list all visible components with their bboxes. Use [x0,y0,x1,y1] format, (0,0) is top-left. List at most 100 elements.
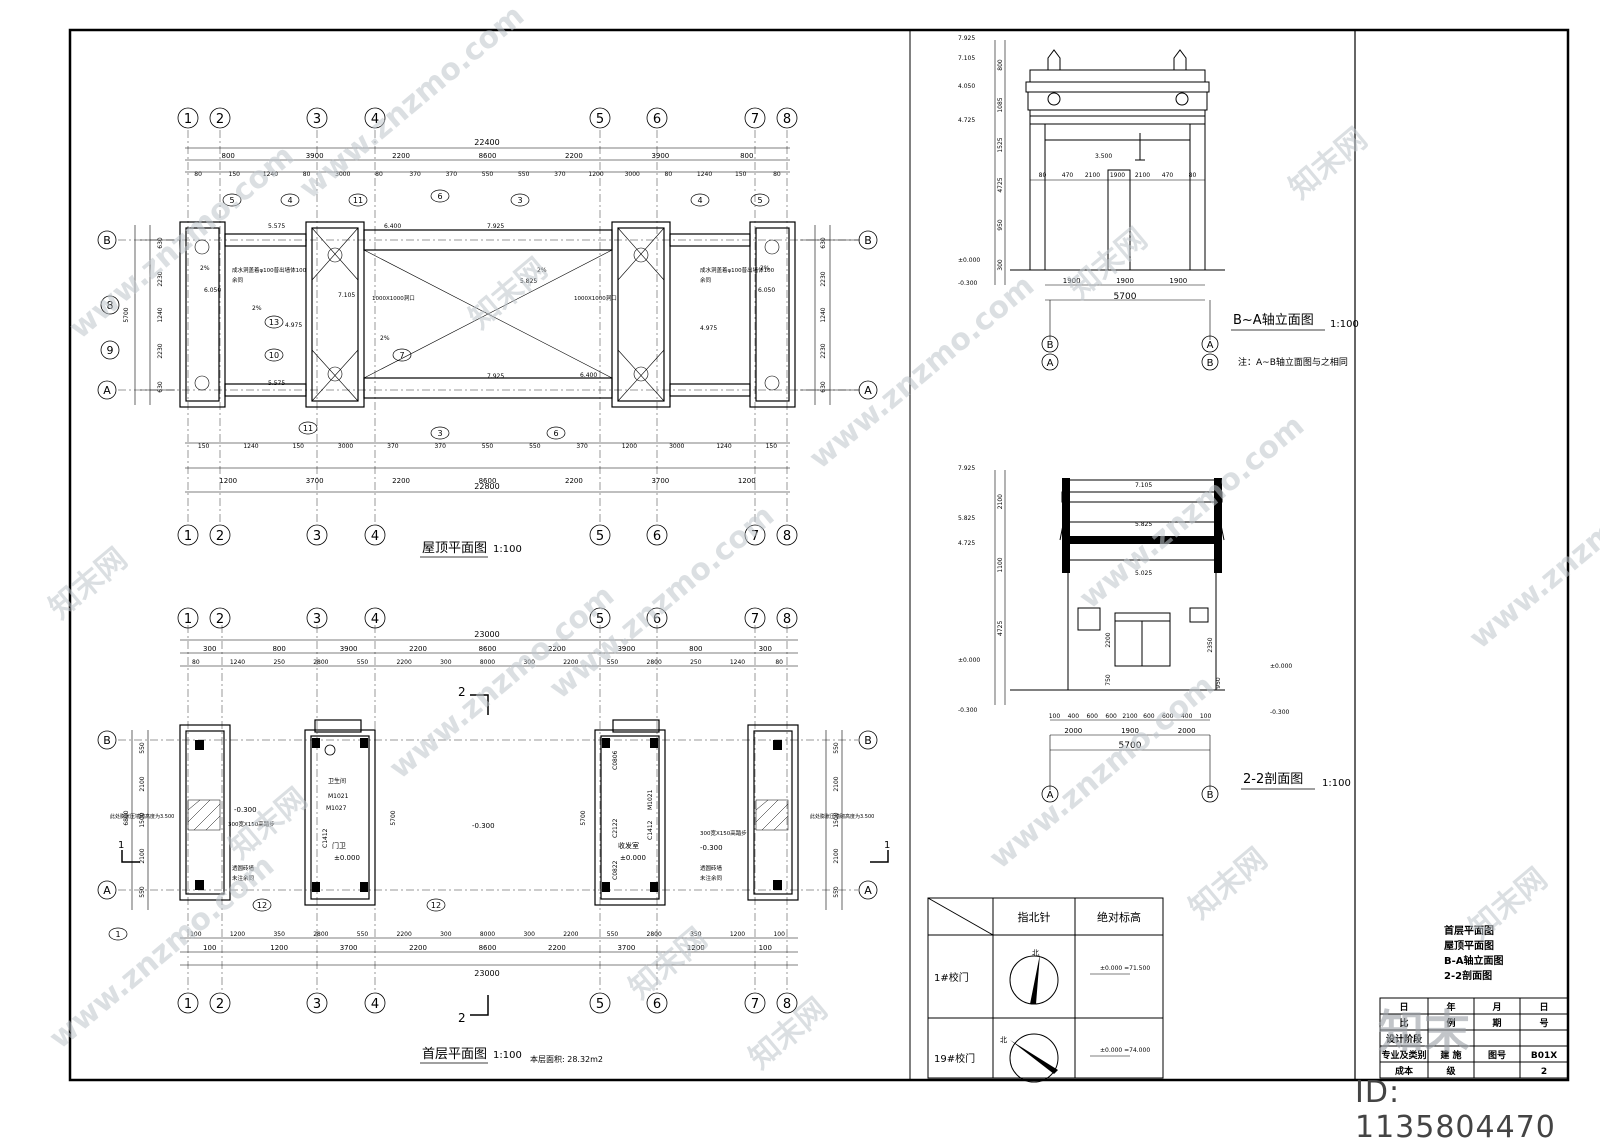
dim-value: 950 [1215,677,1222,689]
callout-number: 5 [229,196,234,205]
title-block-cell: 图号 [1488,1050,1506,1061]
axis-label: 1 [184,529,192,544]
gate-label: 1#校门 [934,971,969,984]
dim-value: 3700 [306,477,324,485]
detail-callout [108,927,128,941]
detail-callout [298,421,318,435]
dim-value: 1900 [1063,277,1081,285]
section: 7.9255.8254.725±0.000-0.3007.1055.8255.0… [958,465,1351,803]
elevation-title: B~A轴立面图 [1233,313,1314,328]
dim-value: 1240 [820,307,827,322]
section-mark: 2 [458,1011,466,1025]
dim-value: 2800 [647,659,662,666]
dim-value: 2200 [548,645,566,653]
slope-label: 2% [537,267,547,274]
dim-value: 1900 [1169,277,1187,285]
dim-value: 800 [272,645,285,653]
axis-label: 8 [783,529,791,544]
axis-label: 8 [783,612,791,627]
detail-callout [264,348,284,362]
title-block-cell: 日 [1399,1002,1408,1013]
title-block-cell: 月 [1491,1002,1501,1013]
north-label: 北 [1000,1036,1007,1044]
callout-number: 12 [257,901,267,910]
section-mark: 1 [118,840,124,851]
dim-total: 22400 [474,138,499,147]
dim-value: 2200 [392,152,410,160]
dim-value: 1200 [738,477,756,485]
ground-note: 此处膨胀压墙砌高度为3.500 [110,813,174,820]
dim-value: 100 [1049,713,1061,720]
dim-value: 2100 [1122,713,1137,720]
section-scale: 1:100 [1322,778,1351,789]
callout-number: 4 [697,196,702,205]
ground-note: 透圆砖墙 [232,864,255,872]
axis-label: 2 [216,997,224,1012]
dim-value: 3700 [651,477,669,485]
dim-value: 150 [229,171,241,178]
dim-value: 400 [1068,713,1080,720]
window-label: C1412 [647,820,654,840]
title-block-cell: 年 [1446,1001,1455,1013]
dim-value: 350 [690,931,702,938]
dim-value: 800 [222,152,235,160]
dim-value: 600 [1143,713,1155,720]
dim-value: 1200 [687,944,705,952]
dim-value: 350 [273,931,285,938]
elevation-scale: 1:100 [1330,319,1359,330]
axis-bubble [364,524,386,546]
axis-label: A [1047,358,1054,369]
dim-value: 800 [740,152,753,160]
detail-callout [392,348,412,362]
level-label: -0.300 [700,844,723,852]
room-label: 门卫 [332,841,346,850]
dim-value: 1500 [139,812,146,827]
axis-label: 3 [313,612,321,627]
dim-value: 550 [357,659,369,666]
dim-value: 80 [773,171,781,178]
dim-total: 23000 [474,630,499,639]
dim-value: 800 [689,645,702,653]
axis-label: 7 [751,112,759,127]
dim-value: 100 [773,931,785,938]
axis-bubble [589,107,611,129]
dim-value: 2100 [833,848,840,863]
level-label: 4.975 [285,322,302,329]
dim-value: 8600 [479,944,497,952]
dim-value: 150 [293,443,305,450]
detail-callout [222,193,242,207]
callout-number: 3 [517,196,522,205]
dim-value: 2200 [563,931,578,938]
door-label: M1021 [647,789,654,810]
detail-callout [430,426,450,440]
dim-value: 550 [482,171,494,178]
dim-value: 100 [1200,713,1212,720]
level-label: 6.050 [204,287,221,294]
axis-bubble [776,524,798,546]
axis-label: 1 [184,112,192,127]
dim-value: 2200 [392,477,410,485]
watermarks: www.znzmo.com知末网www.znzmo.com知末网www.znzm… [43,0,1600,1076]
dim-value: 2200 [397,931,412,938]
dim-value: 5700 [390,810,397,825]
dim-value: 3900 [617,645,635,653]
title-block-cell: 成本 [1395,1065,1414,1077]
watermark-text: 知末网 [1283,121,1374,206]
axis-bubble [364,107,386,129]
watermark-text: www.znzmo.com [803,268,1041,476]
axis-bubble [744,524,766,546]
dim-value: 1200 [219,477,237,485]
ground-note: 未注余同 [232,874,255,882]
callout-number: 3 [437,429,442,438]
dim-value: 1200 [270,944,288,952]
dim-value: 1200 [730,931,745,938]
dim-value: 2800 [313,659,328,666]
sheet-content: 首层平面图 [1444,924,1494,937]
dim-value: 3700 [617,944,635,952]
axis-bubble [776,107,798,129]
dim-value: 470 [1162,172,1174,179]
level-label: ±0.000 [1270,663,1292,670]
ground-note: 此处膨胀压墙砌高度为3.500 [810,813,874,820]
dim-value: 370 [446,171,458,178]
